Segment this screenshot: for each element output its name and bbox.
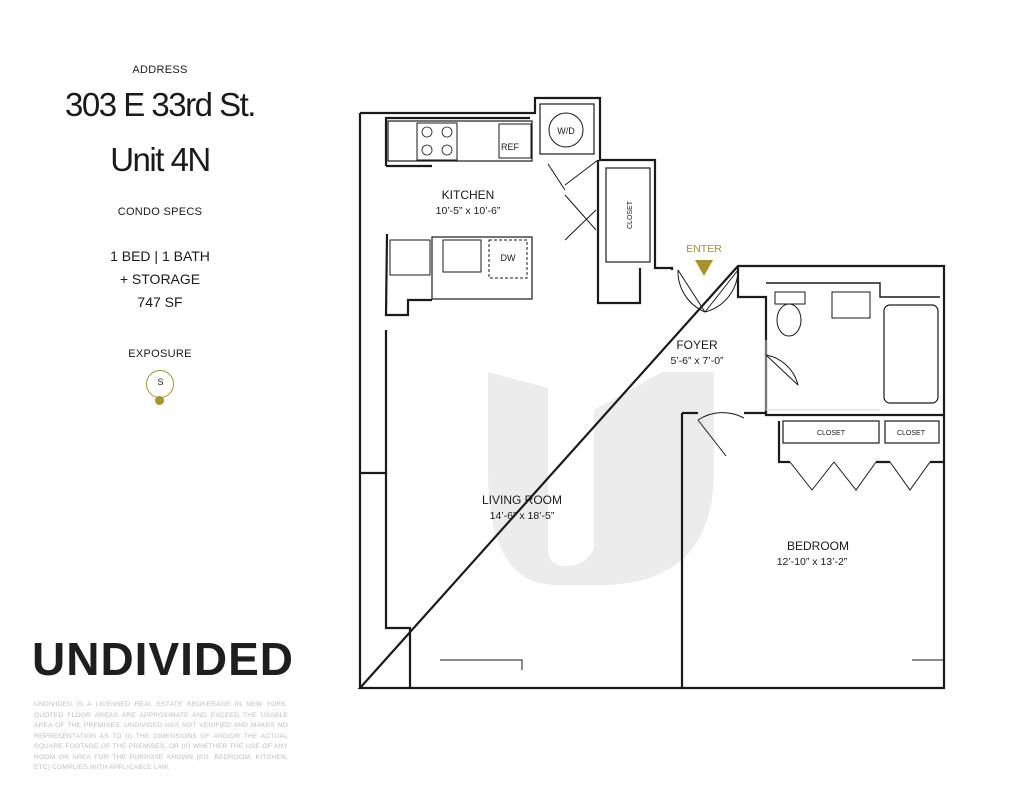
- door-swings: [547, 163, 931, 491]
- range-burners-icon: [421, 126, 453, 156]
- kitchen-dimensions: 10’-5” x 10’-6”: [436, 205, 501, 217]
- foyer-label: FOYER: [676, 338, 718, 352]
- bedroom-label: BEDROOM: [787, 539, 849, 553]
- spec-bed-bath: 1 BED | 1 BATH: [110, 248, 210, 264]
- spec-storage: + STORAGE: [119, 271, 201, 287]
- dw-label: DW: [501, 253, 516, 263]
- kitchen-label: KITCHEN: [442, 188, 495, 202]
- hall-closet-label: CLOSET: [627, 200, 634, 229]
- bedroom-closet-label: CLOSET: [817, 430, 846, 437]
- linen-closet-label: CLOSET: [897, 430, 926, 437]
- exposure-direction: S: [157, 377, 164, 387]
- ref-label: REF: [501, 142, 520, 152]
- legal-disclaimer: UNDIVIDED IS A LICENSED REAL ESTATE BROK…: [34, 701, 288, 771]
- wd-label: W/D: [557, 126, 575, 136]
- compass-marker-icon: [155, 396, 164, 405]
- exposure-label: EXPOSURE: [128, 348, 192, 360]
- living-room-label: LIVING ROOM: [482, 493, 562, 507]
- enter-label: ENTER: [686, 243, 722, 255]
- address-street: 303 E 33rd St.: [65, 86, 256, 123]
- enter-arrow-icon: [695, 260, 713, 276]
- bedroom-dimensions: 12’-10” x 13’-2”: [777, 556, 848, 568]
- walls: [357, 96, 946, 690]
- address-unit: Unit 4N: [110, 141, 211, 178]
- condo-specs-label: CONDO SPECS: [117, 206, 203, 218]
- living-room-dimensions: 14’-6” x 18’-5”: [490, 510, 555, 522]
- watermark-logo-icon: [488, 372, 714, 585]
- spec-square-feet: 747 SF: [137, 294, 183, 310]
- foyer-dimensions: 5’-6” x 7’-0”: [670, 355, 724, 367]
- floor-plan: KITCHEN 10’-5” x 10’-6” FOYER 5’-6” x 7’…: [357, 96, 946, 690]
- address-label: ADDRESS: [132, 64, 188, 76]
- brand-logo: UNDIVIDED: [32, 633, 295, 685]
